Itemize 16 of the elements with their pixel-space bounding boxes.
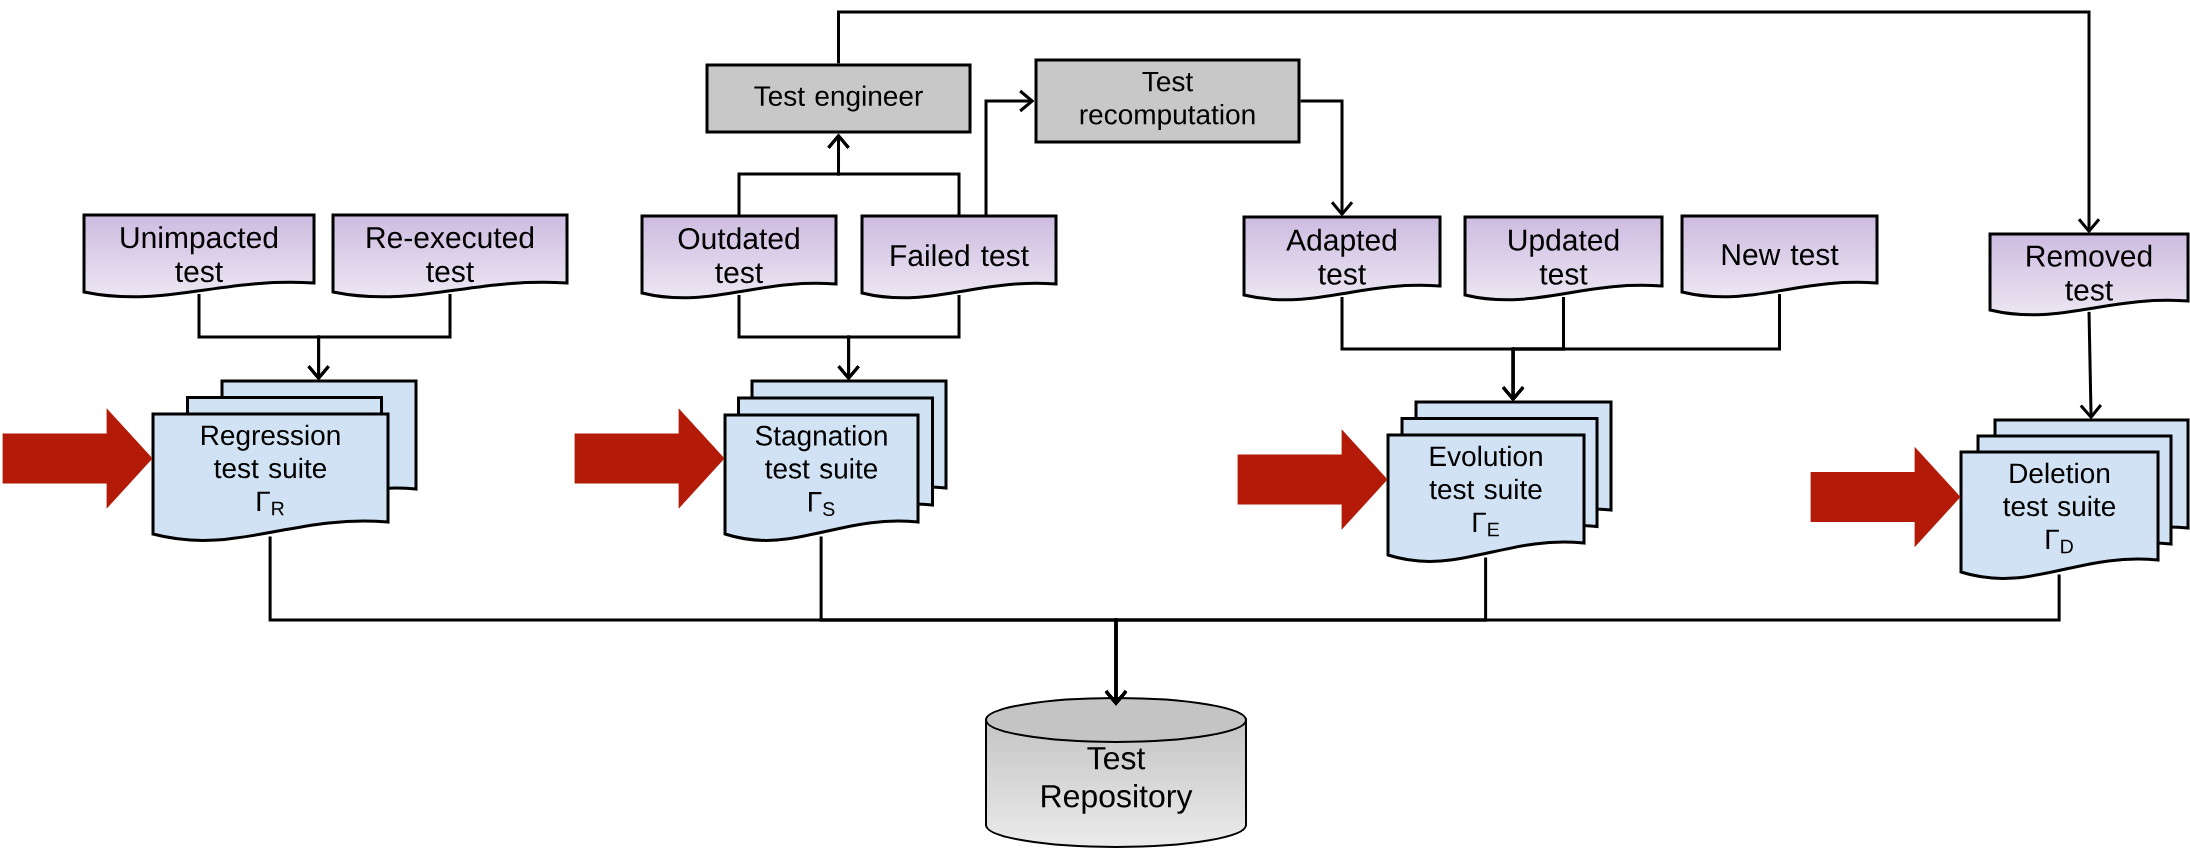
arrow <box>1300 99 1354 217</box>
process-box: Test recomputation <box>1034 58 1301 144</box>
arrow <box>837 10 2101 234</box>
process-box: Test engineer <box>705 63 972 134</box>
document-stack: Regression test suite Γ$_{R}$ <box>151 379 418 542</box>
arrow <box>837 294 961 381</box>
database-cylinder: Test Repository <box>985 697 1247 848</box>
arrow <box>1104 574 2061 706</box>
arrow <box>827 133 961 216</box>
document-stack: Evolution test suite Γ$_{E}$ <box>1386 400 1613 563</box>
document-stack: Deletion test suite Γ$_{D}$ <box>1959 418 2190 580</box>
arrow <box>2079 311 2102 420</box>
arrow <box>984 89 1035 216</box>
document-stack: Stagnation test suite Γ$_{S}$ <box>723 379 948 542</box>
arrow <box>1501 293 1781 402</box>
arrow <box>307 293 452 381</box>
